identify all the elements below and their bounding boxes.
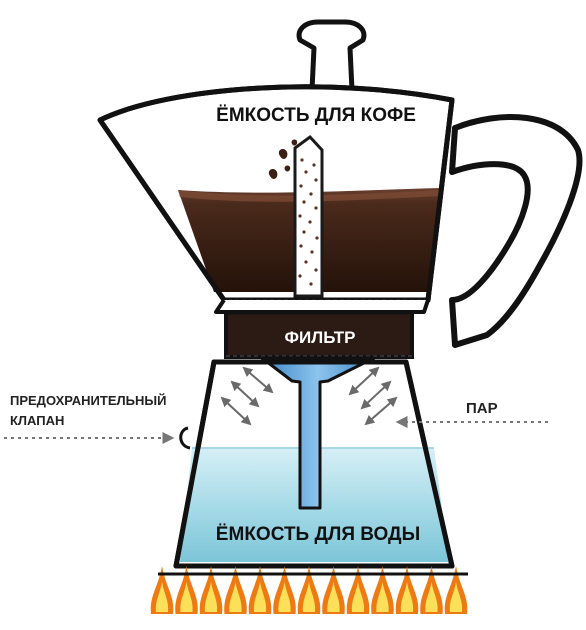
filter-label: ФИЛЬТР [285,328,356,347]
safety-valve-label-line1: ПРЕДОХРАНИТЕЛЬНЫЙ [10,393,166,408]
spout-dots [298,158,319,286]
flame-core [400,582,414,612]
flame-core [376,582,389,612]
steam-label: ПАР [466,400,498,417]
flame-core [351,582,365,612]
flame-core [278,582,291,612]
flame-core [204,582,218,612]
steam-arrows-right [348,366,398,426]
funnel-tube [260,356,376,510]
steam-arrows-left [220,366,274,426]
flame-core [155,582,169,612]
flame-core [425,582,438,612]
flame-core [229,582,242,612]
water-chamber-label: ЁМКОСТЬ ДЛЯ ВОДЫ [216,524,420,545]
safety-valve [179,426,191,450]
coffee-droplets [268,139,298,179]
coffee-chamber-label: ЁМКОСТЬ ДЛЯ КОФЕ [216,105,416,126]
flame-core [449,582,463,612]
handle [449,114,583,348]
filter-block [224,310,414,359]
flame-core [253,582,267,612]
flame-core [302,582,316,612]
flame-core [327,582,340,612]
safety-valve-label-line2: КЛАПАН [10,413,64,428]
spout-column [293,134,324,298]
fire-icon [150,566,468,614]
lid-knob [296,19,367,93]
flame-core [180,582,193,612]
